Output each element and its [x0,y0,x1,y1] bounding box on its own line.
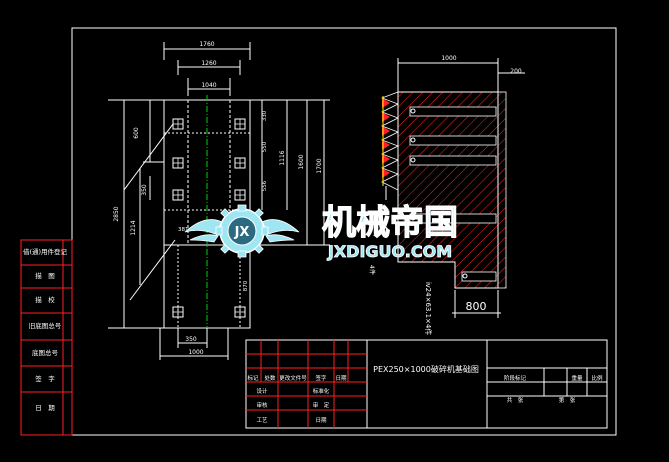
dim-right-330: 330 [262,110,268,121]
title-block: 标记 处数 更改文件号 签字 日期 设计 标准化 审核 审 定 工艺 日期 PE… [245,339,608,429]
anchor-bolts [409,106,497,282]
drawing-frame [71,27,617,436]
tb-total-sheets: 共 张 [507,396,524,404]
dim-top-1040: 1040 [201,82,216,89]
plan-view: 1760 1260 1040 600 [108,41,330,360]
dim-right-550: 550 [262,141,268,152]
watermark-title: 机械帝国 [322,203,458,243]
left-col-label-6: 日 期 [35,404,55,412]
bolt-holes [172,118,246,318]
dim-section-top-1000: 1000 [441,55,456,62]
tb-scale: 比例 [591,374,603,382]
dim-mid-381: 381 [178,227,189,233]
left-col-label-1: 描 图 [35,271,55,280]
dim-left-600: 600 [133,127,140,139]
tb-stage-mark: 阶段标记 [504,374,527,382]
section-vertical-note: ⅳ24×63.1×4件 [424,282,433,335]
dim-section-800: 800 [466,300,487,313]
tb-row-approve: 审 定 [313,401,330,409]
dim-section-200: 200 [510,68,522,75]
dim-right-556: 556 [262,180,268,191]
dim-top-1260: 1260 [201,60,216,67]
dim-right-1700: 1700 [316,158,323,173]
dim-left-2850: 2850 [113,206,120,221]
section-view: 1000 200 ⅳ24×63.1×4件 4 [368,55,525,335]
tb-sheet-no: 第 张 [559,396,576,404]
left-col-label-5: 签 字 [35,374,55,383]
tb-row-date: 日期 [315,417,327,424]
tb-row-process: 工艺 [256,417,268,424]
dim-mid-870: 870 [243,280,249,291]
tb-weight: 重量 [571,374,583,382]
gear-logo-letters: JX [234,225,250,240]
left-col-label-4: 底图总号 [32,348,59,357]
tb-header-date: 日期 [335,375,347,382]
dim-top-1760: 1760 [199,41,214,48]
tb-row-standard: 标准化 [313,387,330,395]
section-left-note: 4件 [368,265,376,275]
tb-header-docno: 更改文件号 [279,374,307,382]
dim-bottom-1000: 1000 [188,349,203,356]
left-registration-column: 借(通)用件登记 描 图 描 校 旧底图总号 底图总号 签 字 日 期 [20,239,73,436]
dim-left-1214: 1214 [130,220,137,235]
gear-logo-icon: JX [215,204,269,258]
left-col-label-0: 借(通)用件登记 [23,247,68,256]
tb-header-mark: 标记 [247,374,259,382]
drawing-title: PEX250×1000破碎机基础图 [373,364,479,374]
dim-right-1116: 1116 [279,150,286,165]
tb-header-count: 处数 [264,374,276,382]
tb-row-design: 设计 [256,387,268,395]
dim-left-350: 350 [141,184,148,196]
dim-bottom-350: 350 [185,336,197,343]
dim-right-1600: 1600 [298,154,305,169]
tb-header-sign: 签字 [315,374,327,382]
watermark-logo: JX 机械帝国 JXDIGUO.COM [184,202,459,261]
left-col-label-3: 旧底图总号 [29,321,62,330]
left-col-label-2: 描 校 [35,295,55,304]
watermark-url: JXDIGUO.COM [327,242,452,261]
tb-row-review: 审核 [256,401,268,409]
